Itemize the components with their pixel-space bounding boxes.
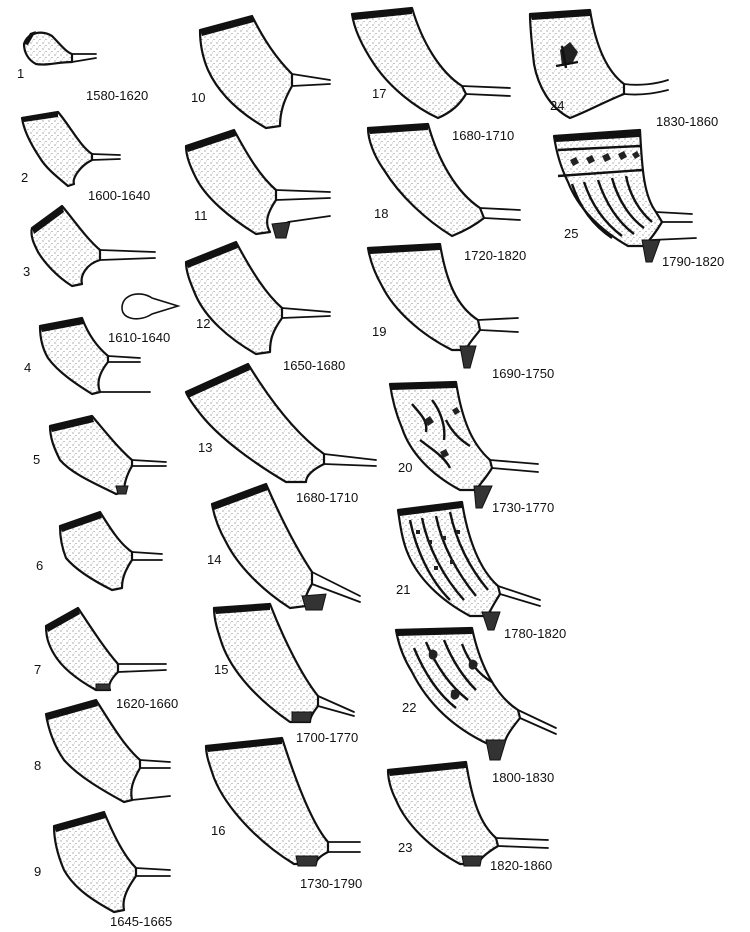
pipe-6-number: 6 (36, 558, 43, 573)
pipe-9-number: 9 (34, 864, 41, 879)
pipe-1-number: 1 (17, 66, 24, 81)
pipe-13-number: 13 (198, 440, 212, 455)
pipe-19 (366, 242, 519, 369)
pipe-25 (552, 128, 697, 263)
pipe-labels: 1 1580-1620 2 1600-1640 3 1610-1640 4 5 … (17, 66, 724, 929)
pipe-21 (396, 500, 541, 631)
pipe-18-date: 1720-1820 (464, 248, 526, 263)
pipe-16-date: 1730-1790 (300, 876, 362, 891)
pipe-2 (20, 110, 121, 188)
pipe-20-date: 1730-1770 (492, 500, 554, 515)
pipe-17 (350, 6, 511, 120)
pipe-23 (386, 760, 549, 867)
pipe-9 (52, 810, 171, 914)
pipe-6 (58, 510, 163, 592)
pipe-7 (44, 606, 167, 692)
pipe-13 (184, 362, 377, 484)
pipe-8 (44, 698, 171, 804)
pipe-11 (184, 128, 331, 239)
pipe-10 (198, 14, 331, 130)
pipe-18 (366, 122, 521, 238)
pipe-9-date: 1645-1665 (110, 914, 172, 929)
pipe-11-number: 11 (194, 208, 208, 223)
pipe-15-number: 15 (214, 662, 228, 677)
pipe-20 (388, 380, 539, 509)
pipe-14-number: 14 (207, 552, 221, 567)
pipe-3-date: 1610-1640 (108, 330, 170, 345)
pipe-22-date: 1800-1830 (492, 770, 554, 785)
pipe-24 (528, 8, 669, 120)
pipe-4 (38, 316, 151, 396)
pipe-24-number: 24 (550, 98, 564, 113)
pipe-22-number: 22 (402, 700, 416, 715)
pipe-5 (48, 414, 167, 496)
pipe-23-number: 23 (398, 840, 412, 855)
pipe-16 (204, 736, 361, 867)
pipe-12 (184, 240, 331, 356)
pipe-25-date: 1790-1820 (662, 254, 724, 269)
pipe-12-date: 1650-1680 (283, 358, 345, 373)
pipe-15-date: 1700-1770 (296, 730, 358, 745)
pipe-20-number: 20 (398, 460, 412, 475)
pipe-18-number: 18 (374, 206, 388, 221)
pipe-3 (30, 204, 181, 320)
pipe-3-number: 3 (23, 264, 30, 279)
pipe-21-date: 1780-1820 (504, 626, 566, 641)
pipe-7-number: 7 (34, 662, 41, 677)
pipe-2-number: 2 (21, 170, 28, 185)
pipe-4-number: 4 (24, 360, 31, 375)
pipe-5-number: 5 (33, 452, 40, 467)
pipe-2-date: 1600-1640 (88, 188, 150, 203)
pipe-13-date: 1680-1710 (296, 490, 358, 505)
pipe-16-number: 16 (211, 823, 225, 838)
pipe-23-date: 1820-1860 (490, 858, 552, 873)
pipe-15 (212, 602, 355, 724)
pipe-10-number: 10 (191, 90, 205, 105)
pipe-21-number: 21 (396, 582, 410, 597)
pipe-1-date: 1580-1620 (86, 88, 148, 103)
pipe-17-date: 1680-1710 (452, 128, 514, 143)
pipe-24-date: 1830-1860 (656, 114, 718, 129)
pipe-12-number: 12 (196, 316, 210, 331)
pipe-17-number: 17 (372, 86, 386, 101)
pipe-22 (394, 626, 557, 761)
pipe-19-date: 1690-1750 (492, 366, 554, 381)
pipe-19-number: 19 (372, 324, 386, 339)
pipe-1 (22, 31, 97, 66)
pipe-14 (210, 482, 361, 611)
pipe-25-number: 25 (564, 226, 578, 241)
pipe-7-date: 1620-1660 (116, 696, 178, 711)
pipe-8-number: 8 (34, 758, 41, 773)
